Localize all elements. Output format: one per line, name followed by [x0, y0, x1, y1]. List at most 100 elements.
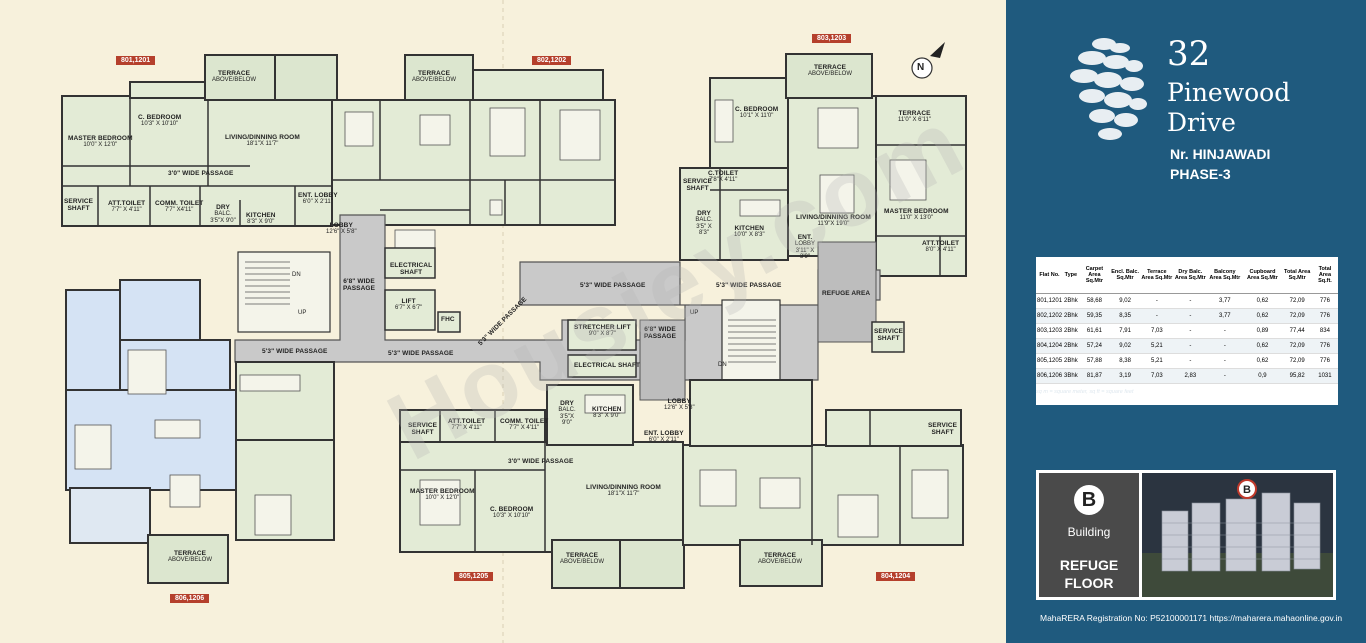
ent-lobby-803: ENT.LOBBY 3'11" X 3'9": [794, 234, 815, 261]
compass-north: N: [917, 62, 925, 73]
col-total-sqm: Total Area Sq.Mtr: [1282, 257, 1312, 294]
area-table-cell: 0,62: [1242, 293, 1283, 309]
area-table-cell: 834: [1311, 323, 1338, 339]
photo-badge-letter: B: [1243, 484, 1251, 496]
flat-801-outline: [61, 54, 333, 227]
stair-up-right: UP: [690, 310, 699, 316]
location-line-1: Nr. HINJAWADI: [1170, 146, 1271, 162]
flat-tag-804: 804,1204: [876, 572, 916, 581]
passage-801: 3'0" WIDE PASSAGE: [168, 170, 234, 177]
location-line-2: PHASE-3: [1170, 166, 1231, 182]
area-table-cell: 806,1206: [1036, 368, 1064, 384]
refuge-floor-line-2: FLOOR: [1064, 575, 1114, 591]
stair-dn-right: DN: [718, 362, 727, 368]
rera-registration: MahaRERA Registration No: P52100001171 h…: [1040, 613, 1343, 623]
area-table-cell: 776: [1311, 308, 1338, 324]
area-table-cell: 2Bhk: [1063, 353, 1079, 369]
col-balcony: Balcony Area Sq.Mtr: [1207, 257, 1243, 294]
stair-up-left: UP: [298, 310, 307, 316]
building-card: B Building REFUGE FLOOR B: [1036, 470, 1336, 600]
col-total-sqft: Total Area Sq.ft.: [1311, 257, 1338, 294]
brand-name-line-1: Pinewood: [1167, 78, 1291, 107]
area-table-cell: 2Bhk: [1063, 338, 1079, 354]
area-table-cell: 57,24: [1078, 338, 1111, 354]
area-table-cell: -: [1207, 353, 1243, 369]
area-table-cell: 805,1205: [1036, 353, 1064, 369]
flat-tag-801: 801,1201: [116, 56, 156, 65]
area-table-cell: 803,1203: [1036, 323, 1064, 339]
stair-dn-left: DN: [292, 272, 301, 278]
area-table-cell: -: [1173, 353, 1208, 369]
building-letter-badge: B: [1074, 485, 1104, 515]
col-flat-no: Flat No.: [1036, 257, 1064, 294]
area-table-cell: 3Bhk: [1063, 368, 1079, 384]
area-table-cell: 77,44: [1282, 323, 1312, 339]
refuge-area: REFUGE AREA: [822, 290, 871, 297]
col-type: Type: [1063, 257, 1079, 294]
building-label-block: B Building REFUGE FLOOR: [1039, 473, 1139, 597]
area-table-cell: 0,62: [1242, 353, 1283, 369]
area-table-cell: 8,38: [1110, 353, 1141, 369]
passage-53-mid: 5'3" WIDE PASSAGE: [388, 350, 454, 357]
area-table-cell: 3,77: [1207, 293, 1243, 309]
area-table-cell: 5,21: [1140, 338, 1174, 354]
area-table-cell: 81,87: [1078, 368, 1111, 384]
passage-53-top: 5'3" WIDE PASSAGE: [580, 282, 646, 289]
passage-805: 3'0" WIDE PASSAGE: [508, 458, 574, 465]
flat-tag-806: 806,1206: [170, 594, 210, 603]
brand-name-line-2: Drive: [1167, 108, 1236, 137]
flat-tag-803: 803,1203: [812, 34, 852, 43]
area-table-cell: 801,1201: [1036, 293, 1064, 309]
area-table-cell: -: [1207, 323, 1243, 339]
area-table-cell: 802,1202: [1036, 308, 1064, 324]
fhc: FHC: [441, 316, 455, 323]
col-terrace: Terrace Area Sq.Mtr: [1140, 257, 1174, 294]
area-table-cell: 3,77: [1207, 308, 1243, 324]
area-table-cell: -: [1207, 368, 1243, 384]
area-table-cell: 1031: [1311, 368, 1338, 384]
area-table-cell: 7,91: [1110, 323, 1141, 339]
area-table-cell: 0,62: [1242, 338, 1283, 354]
brand-number: 32: [1167, 34, 1211, 74]
passage-53-left: 5'3" WIDE PASSAGE: [262, 348, 328, 355]
area-table-cell: 2Bhk: [1063, 308, 1079, 324]
area-table-cell: 776: [1311, 353, 1338, 369]
flat-tag-802: 802,1202: [532, 56, 572, 65]
building-word: Building: [1067, 525, 1111, 539]
refuge-floor-line-1: REFUGE: [1059, 557, 1119, 573]
area-table-cell: 3,19: [1110, 368, 1141, 384]
area-table-cell: -: [1173, 323, 1208, 339]
area-table-cell: 61,61: [1078, 323, 1111, 339]
area-table-cell: 776: [1311, 293, 1338, 309]
area-table-cell: 8,35: [1110, 308, 1141, 324]
